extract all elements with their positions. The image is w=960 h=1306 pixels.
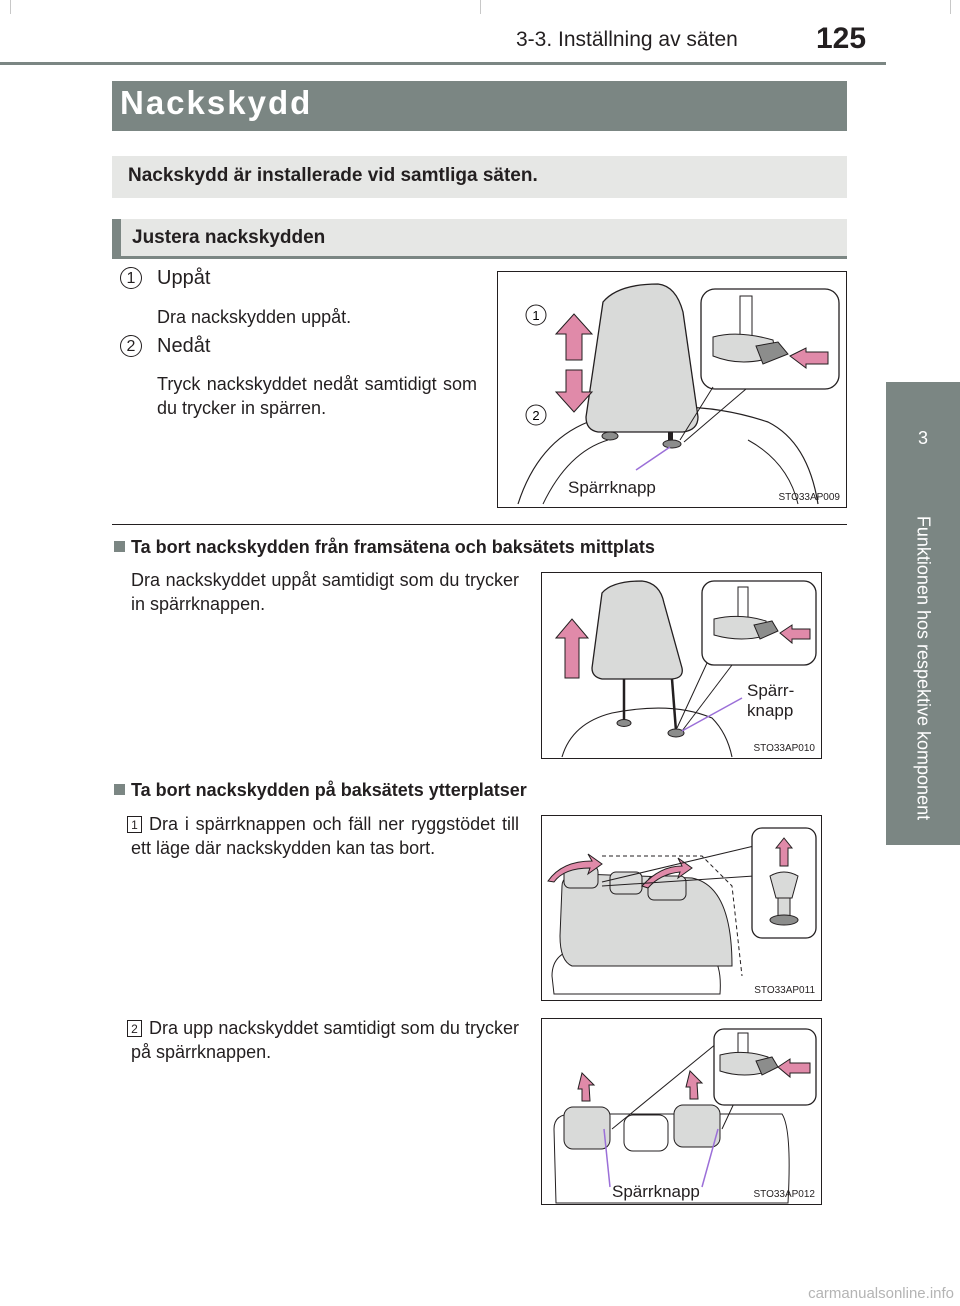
subsection-heading: Justera nackskydden	[132, 227, 326, 248]
figure-label-latch-1: Spärr-	[747, 681, 795, 700]
section-heading-front-text: Ta bort nackskydden från framsätena och …	[131, 537, 655, 557]
crop-mark	[10, 0, 11, 14]
crop-mark	[480, 0, 481, 14]
chapter-number: 3	[917, 428, 928, 448]
figure-label-latch: Spärrknapp	[568, 478, 656, 497]
figure-code: STO33AP012	[753, 1189, 815, 1200]
section-heading: 3-3. Inställning av säten	[516, 28, 738, 51]
subsection-box	[112, 219, 847, 259]
step-title-down: Nedåt	[157, 335, 211, 357]
fig-num-2: 2	[532, 408, 539, 423]
figure-code: STO33AP010	[753, 743, 815, 754]
chapter-tab	[886, 382, 960, 845]
figure-code: STO33AP011	[754, 985, 815, 996]
section-heading-rear-text: Ta bort nackskydden på baksätets ytterpl…	[131, 780, 527, 800]
step-number-rear-1: 1	[127, 816, 142, 833]
headrest-adjust-illustration: 1 2	[517, 283, 840, 505]
step-title-up: Uppåt	[157, 267, 211, 289]
bullet-square	[114, 784, 125, 795]
crop-mark	[950, 0, 951, 14]
step-desc-rear-2: Dra upp nackskyddet samtidigt som du try…	[131, 1018, 519, 1062]
header-rule	[0, 62, 886, 65]
section-heading-rear: Ta bort nackskydden på baksätets ytterpl…	[114, 780, 527, 801]
figure-rear-headrest-remove: Spärrknapp STO33AP012	[541, 1018, 822, 1205]
step-desc-rear-1: Dra i spärrknappen och fäll ner ryggstöd…	[131, 814, 519, 858]
page-title: Nackskydd	[120, 84, 313, 121]
section-heading-front: Ta bort nackskydden från framsätena och …	[114, 537, 655, 558]
section-divider	[112, 524, 847, 525]
step-number-2: 2	[120, 335, 142, 357]
rear-seat-fold-illustration	[547, 827, 817, 995]
figure-headrest-adjust: 1 2 Spärrknapp STO33AP009	[497, 271, 847, 508]
fig-num-1: 1	[532, 308, 539, 323]
desc-front: Dra nackskyddet uppåt samtidigt som du t…	[131, 570, 519, 614]
figure-headrest-remove-front: Spärr- knapp STO33AP010	[541, 572, 822, 759]
step-number-rear-2: 2	[127, 1020, 142, 1037]
chapter-label: Funktionen hos respektive komponent	[913, 515, 934, 821]
bullet-square	[114, 541, 125, 552]
step-desc-up: Dra nackskydden uppåt.	[157, 307, 352, 327]
figure-label-latch: Spärrknapp	[612, 1182, 700, 1201]
rear-headrest-remove-illustration	[553, 1028, 817, 1204]
step-number-1: 1	[120, 267, 142, 289]
title-bar	[112, 81, 847, 131]
subsection-accent	[112, 219, 121, 259]
page-number: 125	[816, 22, 867, 55]
step-desc-down: Tryck nackskyddet nedåt samtidigt som du…	[157, 374, 477, 418]
headrest-remove-illustration	[554, 580, 817, 758]
figure-code: STO33AP009	[778, 492, 840, 503]
figure-rear-seat-fold: STO33AP011	[541, 815, 822, 1001]
intro-text: Nackskydd är installerade vid samtliga s…	[128, 165, 538, 186]
watermark: carmanualsonline.info	[808, 1285, 954, 1302]
figure-label-latch-2: knapp	[747, 701, 794, 720]
intro-box	[112, 156, 847, 198]
